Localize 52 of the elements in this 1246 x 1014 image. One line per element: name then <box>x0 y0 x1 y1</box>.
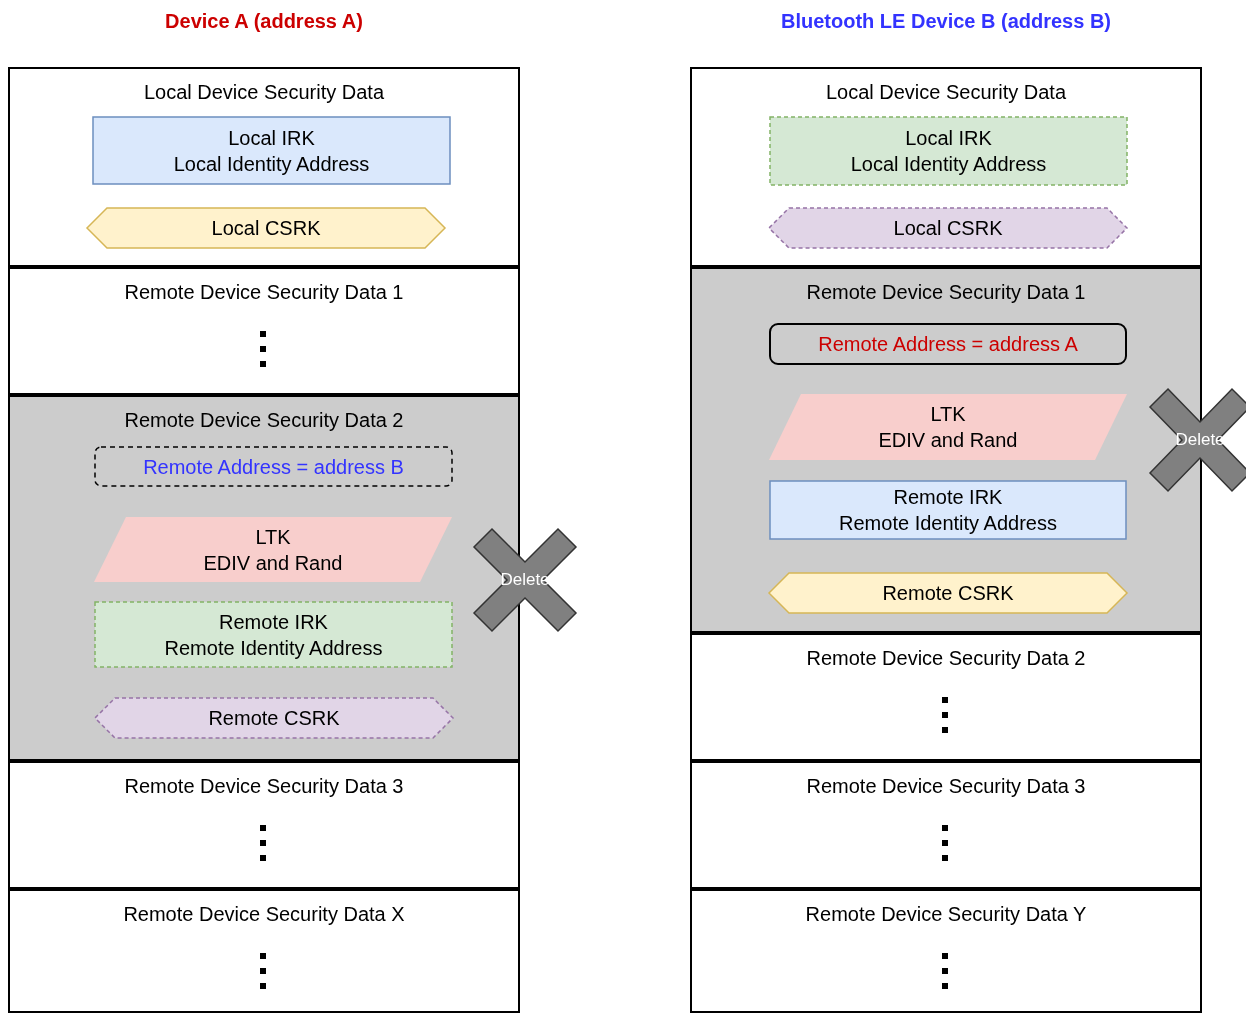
section-panel <box>690 761 1202 889</box>
section-title: Local Device Security Data <box>824 80 1068 105</box>
section-panel <box>690 889 1202 1013</box>
section-panel <box>8 267 520 395</box>
address-box <box>769 323 1127 365</box>
shape-label: Local Identity Address <box>173 151 370 177</box>
section-title: Remote Device Security Data 3 <box>123 774 405 799</box>
delete-cross <box>474 529 576 631</box>
shape-label: Remote IRK <box>893 485 1003 510</box>
shape-label: Remote CSRK <box>208 706 340 731</box>
section-panel <box>8 761 520 889</box>
section-title: Remote Device Security Data 1 <box>805 280 1087 305</box>
key-box <box>769 480 1127 540</box>
ltk-parallelogram <box>94 517 452 582</box>
section-title: Remote Device Security Data 2 <box>123 408 405 433</box>
shape-label: Remote Identity Address <box>164 635 383 661</box>
column-heading: Bluetooth LE Device B (address B) <box>779 9 1113 34</box>
csrk-hexagon <box>87 208 445 248</box>
section-title: Local Device Security Data <box>142 80 386 105</box>
section-title: Remote Device Security Data 2 <box>805 646 1087 671</box>
csrk-hexagon <box>769 208 1127 248</box>
key-box <box>94 601 453 668</box>
shape-label: EDIV and Rand <box>203 550 343 576</box>
delete-cross <box>1150 389 1246 491</box>
shape-label: Remote Address = address A <box>818 332 1078 357</box>
shape-label: Remote Address = address B <box>143 454 404 480</box>
shape-label: Local CSRK <box>893 216 1003 241</box>
ltk-parallelogram <box>769 394 1127 460</box>
csrk-hexagon <box>95 698 453 738</box>
column-heading: Device A (address A) <box>164 9 364 34</box>
shape-label: Local IRK <box>905 126 992 151</box>
csrk-hexagon <box>769 573 1127 613</box>
section-title: Remote Device Security Data 3 <box>805 774 1087 799</box>
address-box <box>94 446 453 487</box>
shape-label: LTK <box>930 402 966 427</box>
section-title: Remote Device Security Data X <box>122 902 406 927</box>
section-panel <box>8 889 520 1013</box>
shape-label: Local Identity Address <box>850 152 1047 177</box>
section-panel <box>690 67 1202 267</box>
shape-label: Remote CSRK <box>882 581 1014 606</box>
shape-label: Local IRK <box>228 125 315 151</box>
section-panel <box>8 67 520 267</box>
shape-label: Local CSRK <box>211 216 321 241</box>
section-panel <box>690 633 1202 761</box>
shape-label: Remote IRK <box>219 609 328 635</box>
shape-label: EDIV and Rand <box>878 428 1018 453</box>
shape-label: LTK <box>255 524 291 550</box>
section-title: Remote Device Security Data 1 <box>123 280 405 305</box>
key-box <box>92 116 451 185</box>
key-box <box>769 116 1128 186</box>
shape-label: Remote Identity Address <box>839 511 1057 536</box>
section-title: Remote Device Security Data Y <box>804 902 1088 927</box>
